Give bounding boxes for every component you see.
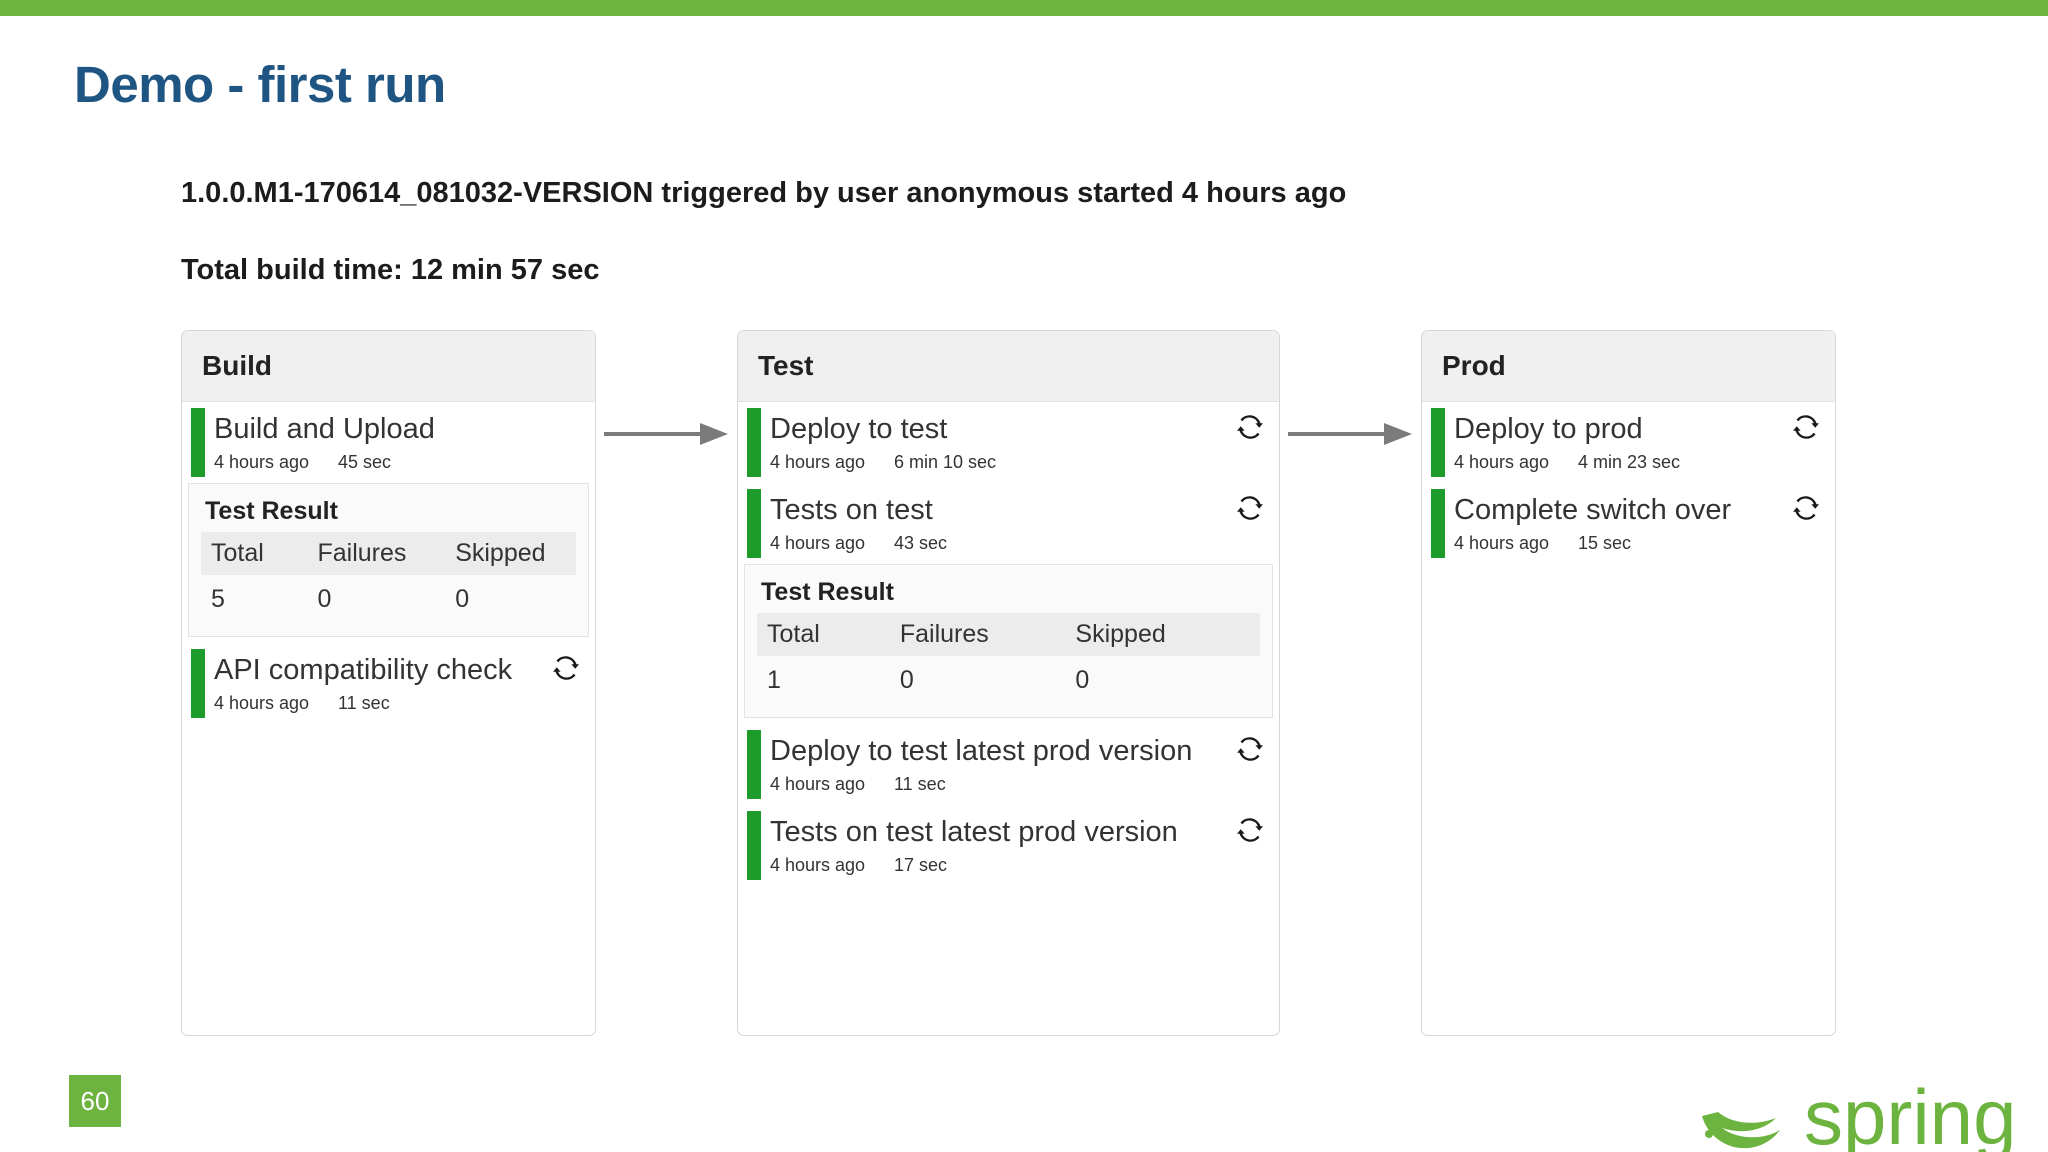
job-duration: 4 min 23 sec bbox=[1578, 452, 1681, 472]
job-row[interactable]: Tests on test latest prod version 4 hour… bbox=[738, 805, 1279, 886]
job-status-indicator bbox=[191, 649, 205, 718]
job-status-indicator bbox=[747, 730, 761, 799]
table-header-row: Total Failures Skipped bbox=[757, 613, 1260, 656]
job-row[interactable]: API compatibility check 4 hours ago 11 s… bbox=[182, 643, 595, 724]
spring-logo: spring bbox=[1684, 1058, 2014, 1152]
job-duration: 11 sec bbox=[338, 693, 390, 713]
restart-icon[interactable] bbox=[1235, 493, 1265, 523]
job-status-indicator bbox=[747, 489, 761, 558]
stage-title: Prod bbox=[1442, 350, 1506, 381]
job-timestamp: 4 hours ago bbox=[1454, 452, 1550, 472]
job-name: Build and Upload bbox=[214, 413, 435, 445]
restart-icon[interactable] bbox=[1235, 815, 1265, 845]
stage-header: Prod bbox=[1422, 331, 1835, 402]
test-result-table: Total Failures Skipped 5 0 0 bbox=[201, 532, 576, 620]
restart-icon[interactable] bbox=[551, 653, 581, 683]
column-header-skipped: Skipped bbox=[1065, 613, 1260, 656]
cell-skipped: 0 bbox=[455, 585, 470, 613]
restart-icon[interactable] bbox=[1791, 493, 1821, 523]
cell-skipped: 0 bbox=[1075, 666, 1090, 694]
column-header-failures: Failures bbox=[307, 532, 446, 575]
total-build-time: Total build time: 12 min 57 sec bbox=[181, 254, 600, 286]
cell-failures: 0 bbox=[899, 666, 914, 694]
job-status-indicator bbox=[747, 811, 761, 880]
stage-header: Test bbox=[738, 331, 1279, 402]
cell-failures: 0 bbox=[317, 585, 332, 613]
column-header-failures: Failures bbox=[889, 613, 1066, 656]
pipeline: Build Build and Upload 4 hours ago 45 se… bbox=[0, 330, 2048, 1050]
table-row: 1 0 0 bbox=[757, 656, 1260, 701]
restart-icon[interactable] bbox=[1791, 412, 1821, 442]
job-timestamp: 4 hours ago bbox=[214, 693, 310, 713]
job-timestamp: 4 hours ago bbox=[770, 533, 866, 553]
test-result-title: Test Result bbox=[205, 497, 338, 525]
job-name: Deploy to prod bbox=[1454, 413, 1643, 445]
column-header-total: Total bbox=[757, 613, 890, 656]
job-name: Deploy to test latest prod version bbox=[770, 735, 1193, 767]
job-name: Complete switch over bbox=[1454, 494, 1732, 526]
job-row[interactable]: Complete switch over 4 hours ago 15 sec bbox=[1422, 483, 1835, 564]
column-header-skipped: Skipped bbox=[445, 532, 576, 575]
pipeline-stage-build: Build Build and Upload 4 hours ago 45 se… bbox=[181, 330, 596, 1036]
page-number-badge: 60 bbox=[69, 1075, 121, 1127]
cell-total: 5 bbox=[211, 585, 225, 613]
stage-header: Build bbox=[182, 331, 595, 402]
test-result-table: Total Failures Skipped 1 0 0 bbox=[757, 613, 1260, 701]
job-row[interactable]: Build and Upload 4 hours ago 45 sec bbox=[182, 402, 595, 483]
pipeline-stage-prod: Prod Deploy to prod 4 hours ago 4 min 23 bbox=[1421, 330, 1836, 1036]
job-duration: 6 min 10 sec bbox=[894, 452, 997, 472]
job-duration: 45 sec bbox=[338, 452, 392, 472]
job-timestamp: 4 hours ago bbox=[770, 855, 866, 875]
stage-title: Build bbox=[202, 350, 272, 381]
table-row: 5 0 0 bbox=[201, 575, 576, 620]
job-timestamp: 4 hours ago bbox=[214, 452, 310, 472]
slide-accent-bar bbox=[0, 0, 2048, 16]
restart-icon[interactable] bbox=[1235, 734, 1265, 764]
cell-total: 1 bbox=[767, 666, 781, 694]
job-duration: 17 sec bbox=[894, 855, 948, 875]
job-name: Tests on test latest prod version bbox=[770, 816, 1178, 848]
svg-text:spring: spring bbox=[1804, 1073, 2014, 1152]
job-duration: 43 sec bbox=[894, 533, 948, 553]
job-status-indicator bbox=[191, 408, 205, 477]
table-header-row: Total Failures Skipped bbox=[201, 532, 576, 575]
job-timestamp: 4 hours ago bbox=[770, 452, 866, 472]
job-name: Tests on test bbox=[770, 494, 933, 526]
job-duration: 11 sec bbox=[894, 774, 946, 794]
stage-body: Build and Upload 4 hours ago 45 sec Test… bbox=[182, 402, 595, 724]
arrow-right-icon bbox=[604, 417, 734, 451]
pipeline-stage-test: Test Deploy to test 4 hours ago 6 min 10 bbox=[737, 330, 1280, 1036]
page-title: Demo - first run bbox=[74, 56, 446, 113]
arrow-right-icon bbox=[1288, 417, 1418, 451]
job-status-indicator bbox=[747, 408, 761, 477]
job-timestamp: 4 hours ago bbox=[1454, 533, 1550, 553]
stage-title: Test bbox=[758, 350, 814, 381]
restart-icon[interactable] bbox=[1235, 412, 1265, 442]
test-result-panel: Test Result Total Failures Skipped 1 0 bbox=[744, 564, 1273, 718]
build-headline: 1.0.0.M1-170614_081032-VERSION triggered… bbox=[181, 177, 1347, 209]
job-row[interactable]: Tests on test 4 hours ago 43 sec bbox=[738, 483, 1279, 564]
job-name: API compatibility check bbox=[214, 654, 513, 686]
job-row[interactable]: Deploy to prod 4 hours ago 4 min 23 sec bbox=[1422, 402, 1835, 483]
job-timestamp: 4 hours ago bbox=[770, 774, 866, 794]
job-row[interactable]: Deploy to test latest prod version 4 hou… bbox=[738, 724, 1279, 805]
job-status-indicator bbox=[1431, 489, 1445, 558]
stage-body: Deploy to test 4 hours ago 6 min 10 sec bbox=[738, 402, 1279, 886]
job-row[interactable]: Deploy to test 4 hours ago 6 min 10 sec bbox=[738, 402, 1279, 483]
column-header-total: Total bbox=[201, 532, 308, 575]
stage-body: Deploy to prod 4 hours ago 4 min 23 sec bbox=[1422, 402, 1835, 564]
job-name: Deploy to test bbox=[770, 413, 948, 445]
job-duration: 15 sec bbox=[1578, 533, 1632, 553]
test-result-title: Test Result bbox=[761, 578, 894, 606]
job-status-indicator bbox=[1431, 408, 1445, 477]
test-result-panel: Test Result Total Failures Skipped 5 0 bbox=[188, 483, 589, 637]
